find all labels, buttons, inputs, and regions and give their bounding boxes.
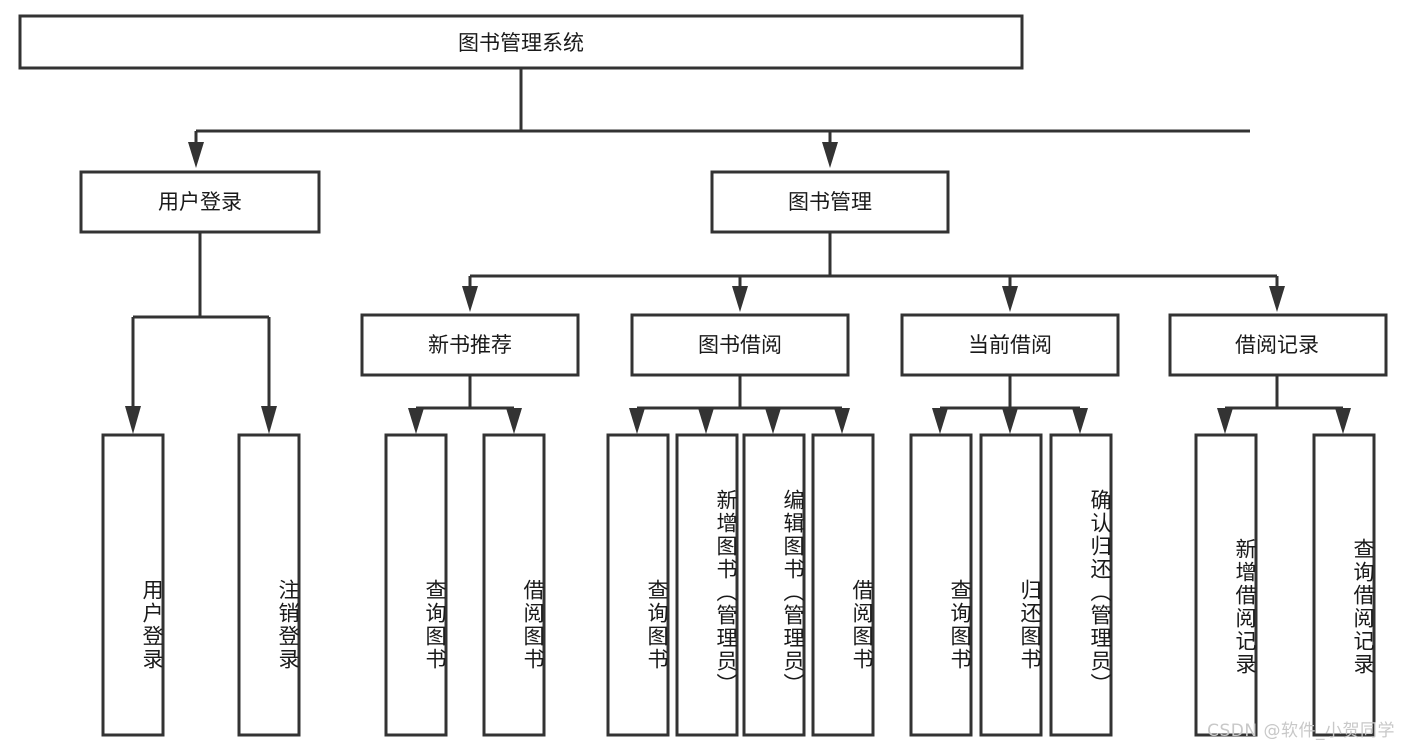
node-root-box[interactable] xyxy=(18,14,1024,70)
leaf-box-user-login[interactable] xyxy=(101,433,165,737)
arrow-head-book-manage xyxy=(822,142,838,168)
leaf-box-bb-query[interactable] xyxy=(606,433,670,737)
node-borrow-record-label: 借阅记录 xyxy=(1235,333,1319,357)
arrow-head-leaf-logout xyxy=(261,406,277,434)
arrow-head-cb-query xyxy=(932,408,948,434)
arrow-head-br-add xyxy=(1217,408,1233,434)
node-book-borrow-label: 图书借阅 xyxy=(698,333,782,357)
leaf-box-nb-borrow[interactable] xyxy=(482,433,546,737)
node-borrow-record-box[interactable] xyxy=(1168,313,1388,377)
leaf-box-nb-query[interactable] xyxy=(384,433,448,737)
arrow-head-nb-query xyxy=(408,408,424,434)
arrow-head-bb-add xyxy=(698,408,714,434)
arrow-head-user-login xyxy=(188,142,204,168)
node-current-borrow-label: 当前借阅 xyxy=(968,333,1052,357)
arrow-head-cb-confirm xyxy=(1072,408,1088,434)
arrow-head-nb-borrow xyxy=(506,408,522,434)
node-new-book-box[interactable] xyxy=(360,313,580,377)
arrow-head-current-borrow xyxy=(1002,286,1018,312)
arrow-head-bb-query xyxy=(629,408,645,434)
leaf-box-br-add[interactable] xyxy=(1194,433,1258,737)
node-book-manage-label: 图书管理 xyxy=(788,190,872,214)
node-book-manage-box[interactable] xyxy=(710,170,950,234)
leaf-box-bb-edit[interactable] xyxy=(742,433,806,737)
arrow-head-borrow-record xyxy=(1269,286,1285,312)
node-book-borrow-box[interactable] xyxy=(630,313,850,377)
arrow-head-cb-return xyxy=(1002,408,1018,434)
leaf-box-br-query[interactable] xyxy=(1312,433,1376,737)
leaf-box-cb-confirm[interactable] xyxy=(1049,433,1113,737)
leaf-box-cb-return[interactable] xyxy=(979,433,1043,737)
leaf-box-cb-query[interactable] xyxy=(909,433,973,737)
arrow-head-bb-edit xyxy=(765,408,781,434)
node-current-borrow-box[interactable] xyxy=(900,313,1120,377)
node-new-book-label: 新书推荐 xyxy=(428,333,512,357)
arrow-head-br-query xyxy=(1335,408,1351,434)
node-user-login-label: 用户登录 xyxy=(158,190,242,214)
node-root-label: 图书管理系统 xyxy=(458,31,584,55)
arrow-head-leaf-user-login xyxy=(125,406,141,434)
arrow-head-bb-borrow xyxy=(834,408,850,434)
arrow-head-book-borrow xyxy=(732,286,748,312)
arrow-head-new-book xyxy=(462,286,478,312)
leaf-box-bb-add[interactable] xyxy=(675,433,739,737)
leaf-box-bb-borrow[interactable] xyxy=(811,433,875,737)
leaf-box-logout[interactable] xyxy=(237,433,301,737)
